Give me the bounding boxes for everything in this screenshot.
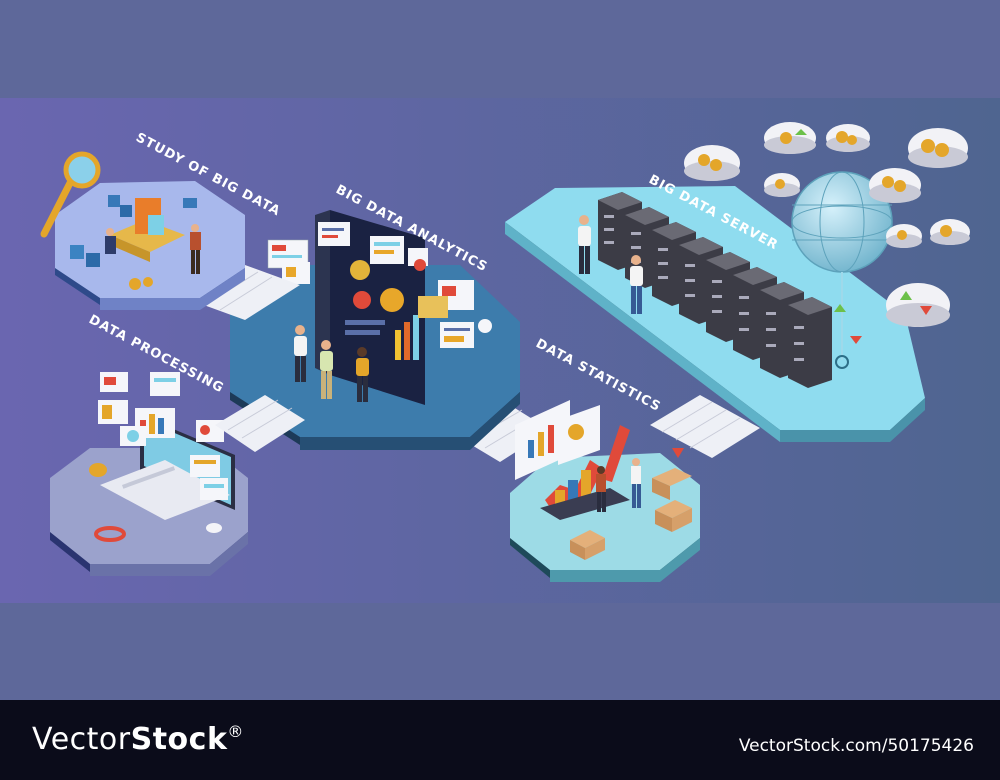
logo-registered: ®	[227, 722, 244, 741]
processing-artwork	[89, 372, 235, 542]
vectorstock-logo: VectorStock®	[32, 722, 244, 757]
globe-network	[791, 171, 893, 369]
stairs	[650, 395, 760, 458]
server-rack	[788, 297, 832, 388]
analytics-person	[320, 340, 333, 399]
stairs	[215, 395, 305, 452]
cloud-icon	[869, 168, 921, 203]
cloud-icon	[764, 173, 800, 197]
data-clouds	[684, 122, 970, 327]
cloud-icon	[886, 224, 922, 248]
study-artwork	[40, 151, 201, 290]
vectorstock-url: VectorStock.com/50175426	[738, 736, 974, 756]
statistics-artwork	[515, 400, 692, 560]
analytics-person	[294, 325, 307, 382]
analytics-person	[356, 347, 369, 402]
logo-bold: Stock	[130, 722, 228, 757]
server-racks	[598, 192, 832, 388]
cloud-icon	[930, 219, 970, 245]
cloud-icon	[886, 283, 950, 327]
isometric-scene: STUDY OF BIG DATA BIG DATA ANALYTICS BIG…	[0, 98, 1000, 603]
server-person	[578, 215, 591, 274]
server-person	[630, 255, 643, 314]
floating-panels	[267, 222, 492, 348]
cloud-icon	[908, 128, 968, 168]
cloud-icon	[826, 124, 870, 152]
watermark-bar	[0, 700, 1000, 780]
cloud-icon	[764, 122, 816, 154]
logo-regular: Vector	[32, 722, 131, 757]
cloud-icon	[684, 145, 740, 181]
